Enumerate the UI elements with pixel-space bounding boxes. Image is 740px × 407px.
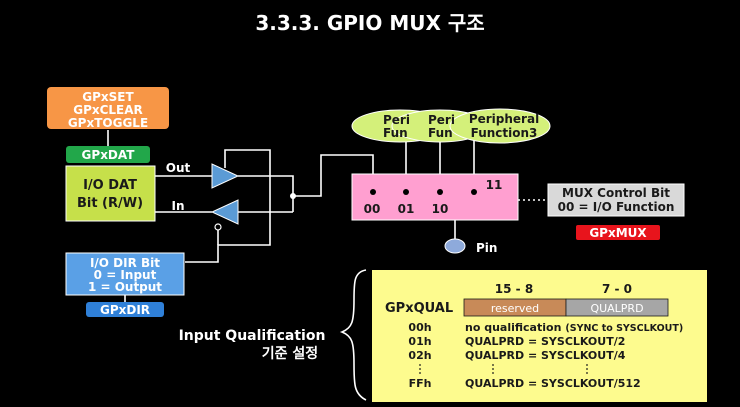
wire-enable-loop bbox=[185, 149, 271, 263]
in-signal-label: In bbox=[171, 199, 184, 213]
io-dat-line1: I/O DAT bbox=[83, 178, 137, 193]
bit-range-low: 7 - 0 bbox=[602, 282, 632, 296]
output-buffer-triangle bbox=[211, 163, 240, 189]
out-signal-label: Out bbox=[166, 161, 191, 175]
qual-code-00h: 00h bbox=[408, 321, 431, 334]
mux-dot-01 bbox=[403, 189, 409, 195]
qual-code-ffh: FFh bbox=[409, 377, 432, 390]
io-dir-box bbox=[65, 252, 185, 296]
mux-control-line2: 00 = I/O Function bbox=[558, 200, 675, 214]
mux-input-10: 10 bbox=[432, 202, 449, 216]
qual-desc-00h: no qualification(SYNC to SYSCLKOUT) bbox=[465, 321, 683, 334]
qualprd-field bbox=[565, 298, 669, 317]
pin-label: Pin bbox=[476, 241, 497, 255]
qualification-panel bbox=[372, 270, 707, 402]
gpxdir-tag-label: GPxDIR bbox=[100, 303, 150, 317]
io-dat-box bbox=[65, 165, 156, 222]
gpxset-label: GPxSET bbox=[82, 90, 134, 104]
qual-desc-01h: QUALPRD = SYSCLKOUT/2 bbox=[465, 335, 625, 348]
io-dir-line3: 1 = Output bbox=[88, 280, 162, 294]
gpxmux-tag-label: GPxMUX bbox=[589, 226, 647, 240]
wire-node-to-mux bbox=[293, 154, 374, 197]
enable-inversion-bubble bbox=[214, 223, 222, 231]
set-clear-toggle-box bbox=[47, 87, 169, 129]
input-qualification-label: Input Qualification bbox=[179, 328, 326, 344]
gpxdat-tag-label: GPxDAT bbox=[82, 148, 136, 162]
junction-node bbox=[290, 193, 296, 199]
mux-control-box bbox=[547, 183, 685, 217]
peripheral-3-line2: Function3 bbox=[471, 126, 538, 140]
gpxdat-tag bbox=[66, 146, 150, 163]
mux-dot-00 bbox=[370, 189, 376, 195]
peripheral-2-line1: Peri bbox=[428, 113, 455, 127]
mux-dot-11 bbox=[471, 189, 477, 195]
peripheral-1-line2: Fun bbox=[383, 126, 408, 140]
slide-title: 3.3.3. GPIO MUX 구조 bbox=[255, 11, 484, 35]
io-dir-line1: I/O DIR Bit bbox=[90, 256, 160, 270]
peripheral-3-line1: Peripheral bbox=[469, 112, 539, 126]
bit-range-high: 15 - 8 bbox=[495, 282, 533, 296]
input-buffer-triangle bbox=[210, 199, 239, 225]
mux-input-00: 00 bbox=[364, 202, 381, 216]
qualification-brace bbox=[339, 269, 367, 401]
gpxqual-register-label: GPxQUAL bbox=[385, 301, 453, 316]
qualification-korean-label: 기준 설정 bbox=[262, 345, 318, 362]
reserved-field-label: reserved bbox=[491, 302, 539, 315]
gpxdir-tag bbox=[86, 302, 164, 317]
mux-dot-10 bbox=[437, 189, 443, 195]
qualprd-field-label: QUALPRD bbox=[590, 302, 643, 315]
mux-input-11: 11 bbox=[486, 178, 503, 192]
qual-code-01h: 01h bbox=[408, 335, 431, 348]
mux-control-line1: MUX Control Bit bbox=[562, 186, 670, 200]
qual-desc-02h: QUALPRD = SYSCLKOUT/4 bbox=[465, 349, 626, 362]
gpxtoggle-label: GPxTOGGLE bbox=[68, 116, 148, 130]
gpxmux-tag bbox=[576, 225, 660, 240]
peripheral-ellipse-3 bbox=[449, 108, 551, 144]
gpxclear-label: GPxCLEAR bbox=[73, 103, 143, 117]
qual-code-02h: 02h bbox=[408, 349, 431, 362]
peripheral-2-line2: Fun bbox=[428, 126, 453, 140]
qual-ellipsis-dots bbox=[419, 364, 588, 374]
mux-input-01: 01 bbox=[398, 202, 415, 216]
mux-input-dots bbox=[370, 189, 477, 195]
io-dat-line2: Bit (R/W) bbox=[77, 196, 143, 211]
pin-pad bbox=[444, 238, 466, 254]
qual-desc-ffh: QUALPRD = SYSCLKOUT/512 bbox=[465, 377, 641, 390]
peripheral-1-line1: Peri bbox=[383, 113, 410, 127]
mux-block bbox=[351, 173, 519, 221]
wire-out-to-node bbox=[238, 175, 294, 212]
io-dir-line2: 0 = Input bbox=[94, 268, 157, 282]
